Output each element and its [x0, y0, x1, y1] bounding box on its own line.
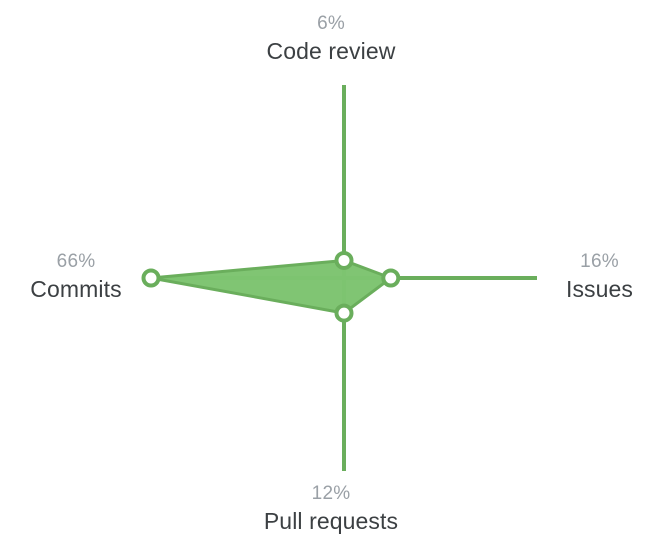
series-area — [149, 258, 393, 315]
data-point-issues[interactable] — [381, 268, 401, 288]
data-point-pull-requests[interactable] — [334, 303, 354, 323]
series-points — [141, 250, 401, 323]
data-point-commits[interactable] — [141, 268, 161, 288]
data-point-code-review[interactable] — [334, 250, 354, 270]
